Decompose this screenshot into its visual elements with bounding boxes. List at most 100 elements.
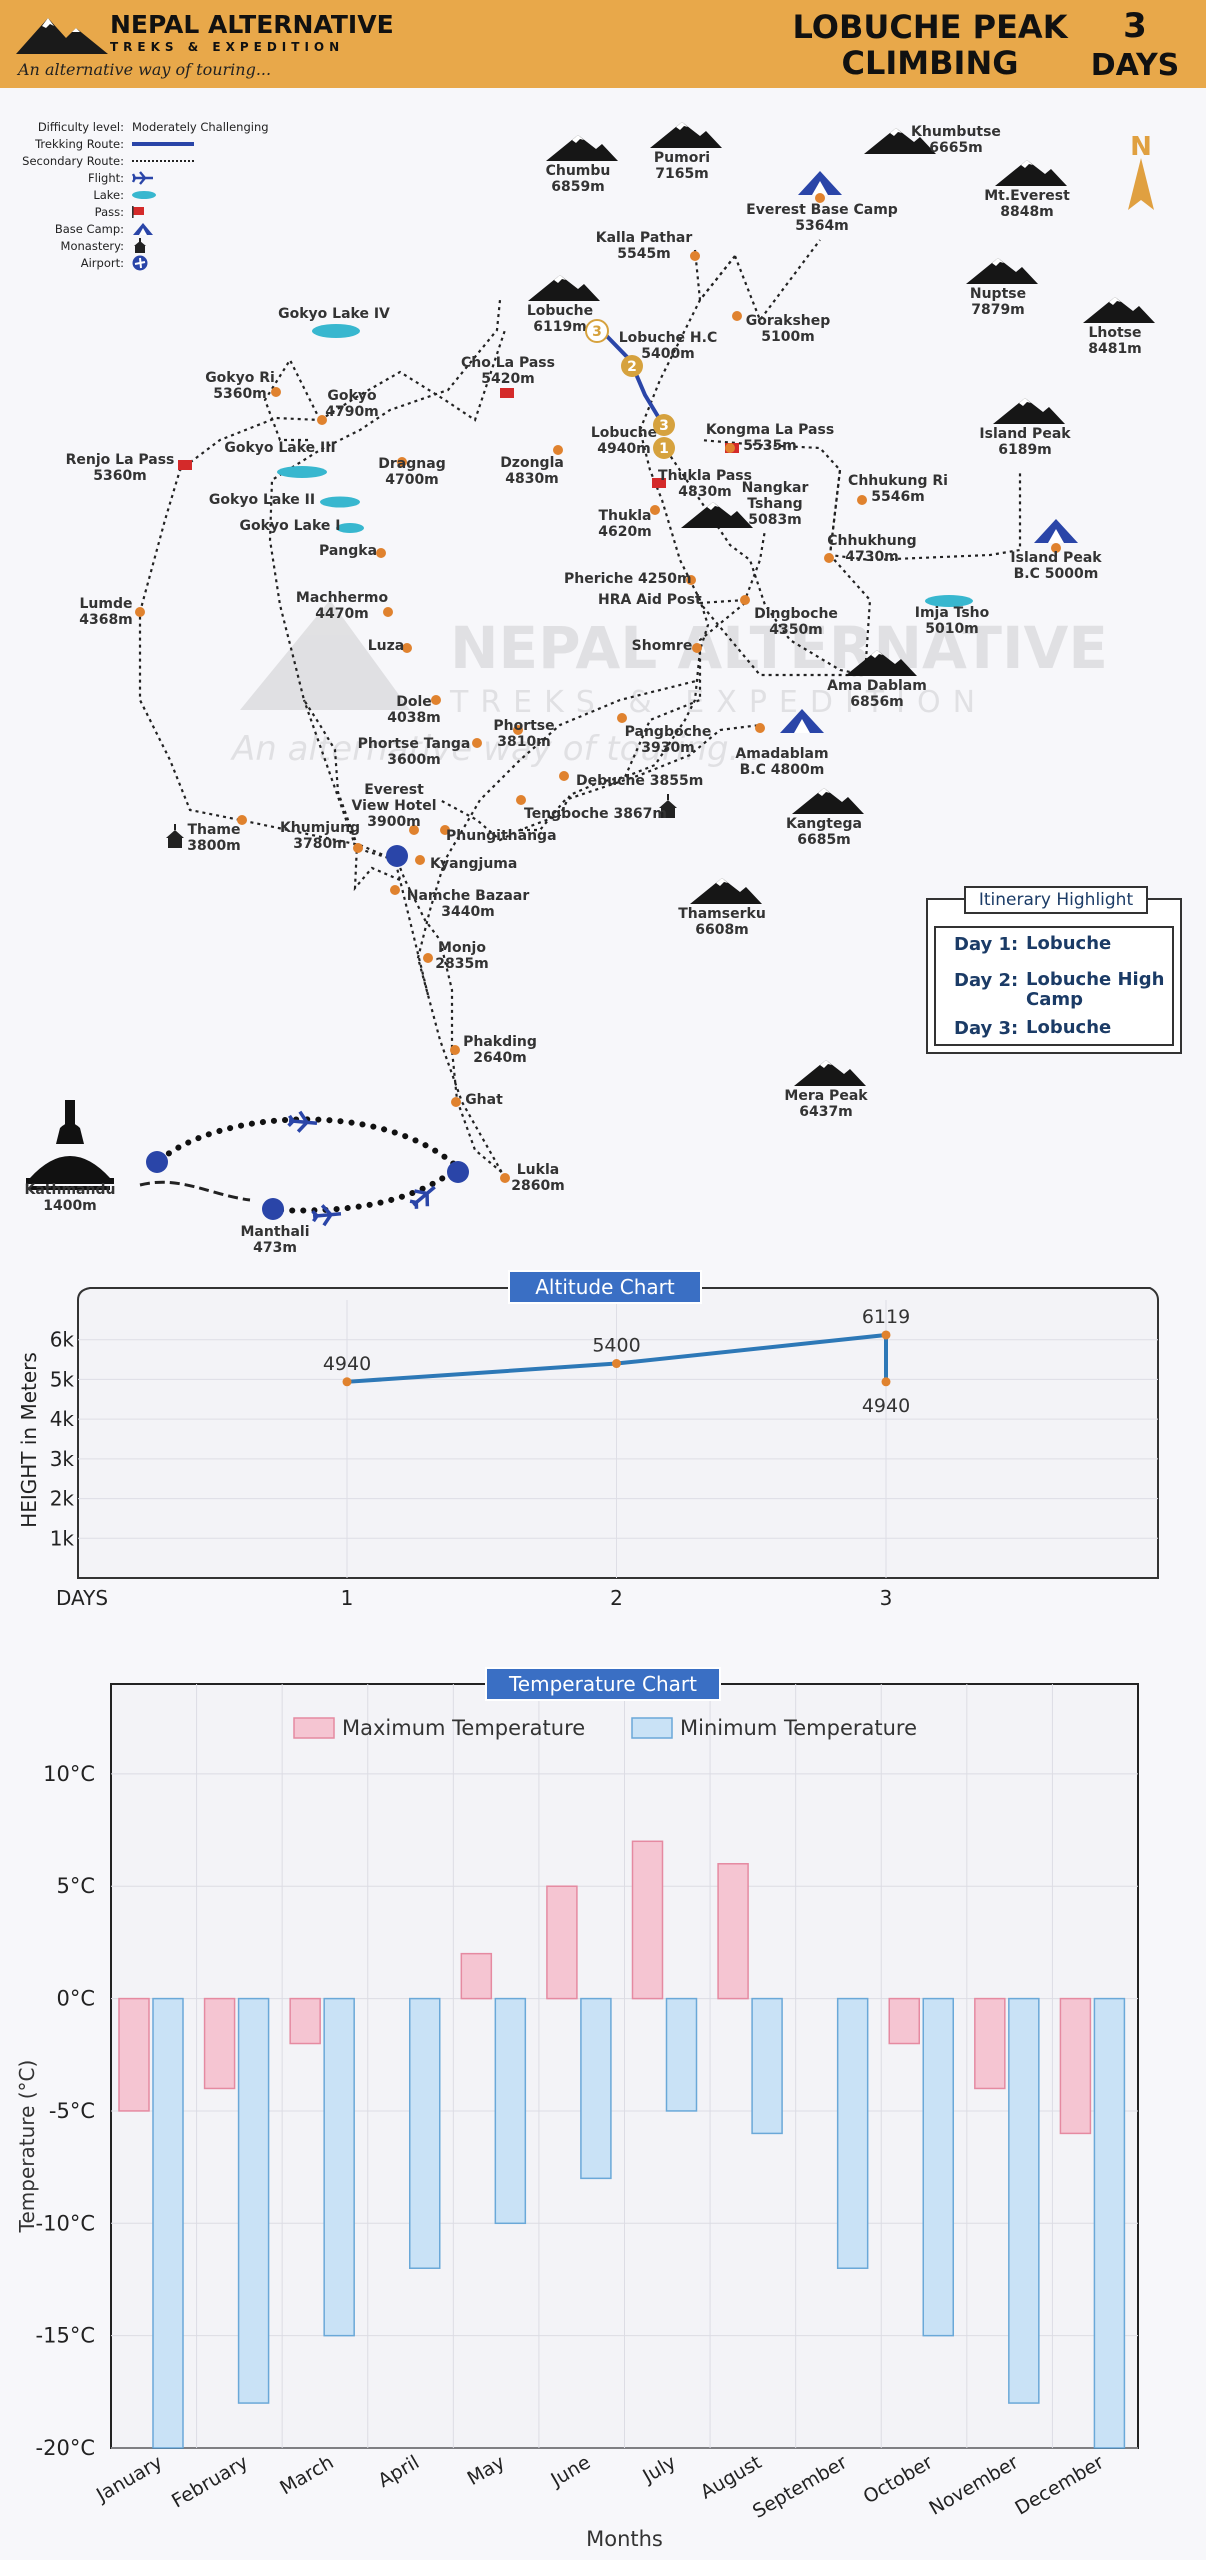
days-label: DAYS (1090, 48, 1180, 83)
place-dot (237, 815, 247, 825)
legend-label-min: Minimum Temperature (680, 1716, 917, 1740)
place-label: Tengboche 3867m (524, 806, 667, 822)
altitude-point (342, 1377, 352, 1387)
place-label: Pangka (319, 543, 377, 559)
altitude-chart-title: Altitude Chart (508, 1270, 702, 1304)
temperature-ytick: 5°C (56, 1874, 95, 1898)
place-dot (450, 1045, 460, 1055)
monastery-icon (134, 237, 146, 253)
page-title-line2: CLIMBING (841, 44, 1019, 82)
temperature-xtick: May (464, 2451, 509, 2490)
plane-icon (287, 1110, 318, 1133)
peak-icon (864, 128, 936, 154)
watermark-sub: TREKS & EXPEDITION (449, 685, 987, 720)
legend-row: Base Camp: (20, 220, 300, 237)
altitude-data-label: 5400 (592, 1335, 640, 1357)
place-dot (559, 771, 569, 781)
place-label: Gokyo Lake III (224, 440, 335, 456)
max-temp-bar (118, 1997, 150, 2112)
day-marker: 3 (585, 319, 609, 343)
temperature-ytick: -5°C (49, 2099, 95, 2123)
peak-icon (546, 135, 618, 161)
altitude-xtick: 3 (880, 1586, 893, 1610)
altitude-ytick: 3k (50, 1447, 75, 1471)
altitude-ytick: 2k (50, 1487, 75, 1511)
min-temp-bar (1093, 1997, 1126, 2449)
place-label: Kyangjuma (430, 856, 517, 872)
place-dot (815, 193, 825, 203)
place-dot (617, 713, 627, 723)
temperature-xtick: December (1011, 2451, 1107, 2519)
place-dot (383, 607, 393, 617)
place-dot (725, 443, 735, 453)
peak-icon (993, 398, 1065, 424)
altitude-ytick: 5k (50, 1367, 75, 1391)
place-dot (500, 1173, 510, 1183)
itinerary-box: Day 1:Lobuche Day 2: Lobuche High Camp Da… (926, 886, 1182, 1054)
legend-row: Secondary Route: (20, 152, 300, 169)
temperature-grid (111, 1684, 1138, 2449)
max-temp-bar (289, 1997, 321, 2045)
day-marker: 3 (653, 414, 675, 436)
legend-row: Airport: (20, 254, 300, 271)
min-temp-bar (237, 1997, 270, 2404)
place-dot (1051, 543, 1061, 553)
altitude-data-label: 4940 (862, 1395, 910, 1417)
legend-label: Base Camp: (54, 221, 124, 236)
secondary-route-swatch (132, 159, 194, 162)
itinerary-day: Day 2: (954, 970, 1019, 991)
legend-difficulty-value: Moderately Challenging (132, 119, 269, 134)
tent-icon (133, 222, 153, 235)
altitude-ytick: 1k (50, 1526, 75, 1550)
flight-path (139, 1116, 458, 1214)
airport-icon (386, 845, 408, 867)
day-marker: 1 (653, 437, 675, 459)
legend-row: Pass: (20, 203, 300, 220)
place-label: Phungithanga (446, 828, 557, 844)
temperature-chart-title: Temperature Chart (485, 1667, 721, 1701)
compass-north: N (1130, 132, 1152, 162)
altitude-plot-frame (77, 1287, 1159, 1579)
svg-text:3: 3 (659, 418, 669, 434)
altitude-grid (78, 1300, 1158, 1578)
peak-icon (690, 878, 762, 904)
place-dot (472, 738, 482, 748)
flag-icon (178, 460, 192, 470)
trek-route-map: NEPAL ALTERNATIVE TREKS & EXPEDITION An … (25, 122, 1155, 1256)
min-temp-bar (1008, 1997, 1040, 2404)
place-dot (451, 1097, 461, 1107)
plane-icon (311, 1204, 342, 1227)
max-temp-bar (974, 1997, 1006, 2090)
temperature-ytick: 10°C (43, 1762, 95, 1786)
temperature-xtick: March (276, 2451, 337, 2499)
trekking-route-swatch (132, 141, 194, 146)
itinerary-day: Day 1: (954, 934, 1019, 955)
itinerary-inner: Day 1:Lobuche Day 2: Lobuche High Camp Da… (934, 926, 1174, 1046)
svg-text:2: 2 (627, 359, 637, 375)
altitude-data-label: 4940 (323, 1353, 371, 1375)
temperature-xtick: April (374, 2451, 423, 2492)
flag-icon (652, 478, 666, 488)
monastery-icon (166, 824, 184, 848)
base-camps (780, 171, 1078, 733)
itinerary-row: Day 1:Lobuche (954, 934, 1176, 956)
peak-icon (528, 275, 600, 301)
itinerary-place: Lobuche High Camp (1026, 969, 1165, 1010)
altitude-xtick: 2 (610, 1586, 623, 1610)
temperature-xtick: February (168, 2451, 252, 2512)
